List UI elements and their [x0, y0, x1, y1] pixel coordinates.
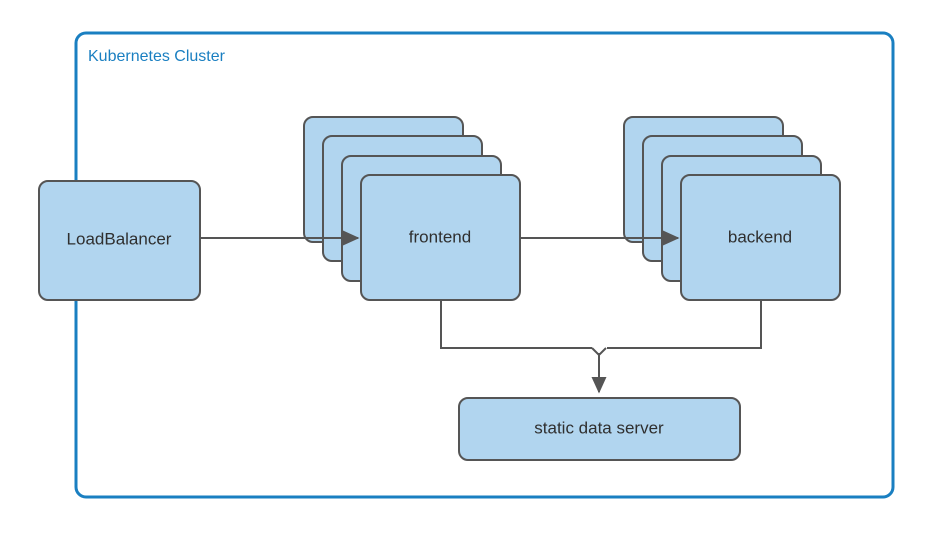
node-static-data-server[interactable]: static data server — [458, 397, 741, 461]
backend-box[interactable] — [680, 174, 841, 301]
static-data-server-box[interactable] — [458, 397, 741, 461]
edge-layer — [440, 300, 762, 394]
frontend-box[interactable] — [360, 174, 521, 301]
edge-frontend-to-static-data-server — [440, 300, 592, 349]
static-data-server-label: static data server — [534, 418, 664, 437]
node-loadbalancer[interactable]: LoadBalancer — [38, 180, 201, 301]
backend-label: backend — [728, 227, 792, 246]
loadbalancer-label: LoadBalancer — [67, 229, 172, 248]
cluster-title: Kubernetes Cluster — [88, 48, 226, 65]
edge-backend-to-static-data-server — [607, 300, 762, 349]
loadbalancer-box[interactable] — [38, 180, 201, 301]
node-frontend[interactable]: frontend — [360, 174, 521, 301]
node-backend[interactable]: backend — [680, 174, 841, 301]
frontend-label: frontend — [409, 227, 471, 246]
